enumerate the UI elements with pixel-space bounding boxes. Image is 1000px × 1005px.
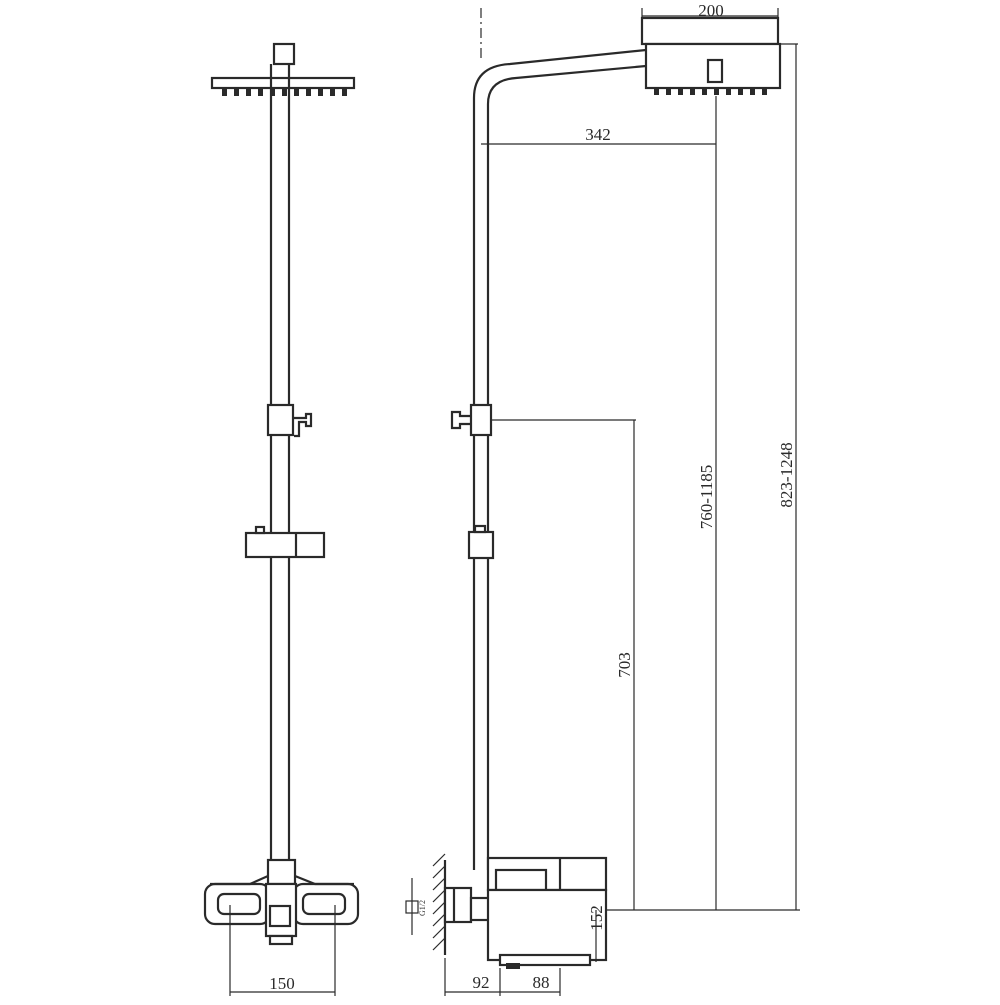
side-arm-inner	[486, 64, 647, 870]
side-holder-knob	[473, 524, 487, 534]
dim-703-label: 703	[615, 652, 634, 678]
dim-88-label: 88	[533, 973, 550, 992]
side-diverter	[469, 403, 493, 437]
front-left-handle-top	[210, 874, 269, 886]
side-head-top	[640, 16, 780, 46]
side-view: 200 342 703 760-1185 823-1248	[405, 1, 800, 996]
side-mixer-body	[486, 888, 608, 962]
front-right-handle-top	[294, 874, 354, 886]
side-spout-aerator	[506, 963, 520, 969]
dim-823-1248-label: 823-1248	[777, 442, 796, 507]
side-handshower-holder	[467, 530, 495, 560]
dim-342-label: 342	[585, 125, 611, 144]
front-shower-nozzles	[222, 88, 347, 96]
front-diverter	[266, 403, 295, 437]
thread-spec-label: G1/2	[418, 900, 427, 916]
front-mixer-top	[266, 858, 297, 886]
side-arm-outer	[472, 48, 647, 870]
side-head-ball-joint	[706, 58, 724, 84]
side-diverter-outlet	[450, 410, 471, 430]
side-mixer-handle	[494, 868, 548, 892]
thread-marker	[405, 900, 419, 914]
dim-92-label: 92	[473, 973, 490, 992]
front-view: 150	[203, 42, 360, 996]
front-shower-head	[210, 76, 356, 90]
dim-200-label: 200	[698, 1, 724, 20]
front-spout	[268, 934, 294, 946]
dim-150-label: 150	[269, 974, 295, 993]
side-wall-flange	[443, 886, 473, 924]
front-holder-knob	[254, 525, 266, 535]
front-mixer-center	[268, 904, 292, 928]
front-head-connector	[272, 42, 296, 66]
front-handshower-holder	[244, 531, 326, 559]
dim-760-1185-label: 760-1185	[697, 465, 716, 530]
dim-152-label: 152	[587, 905, 606, 931]
side-spout	[498, 953, 592, 967]
side-shower-nozzles	[654, 88, 767, 95]
front-diverter-outlet	[293, 412, 313, 438]
side-wall	[432, 853, 447, 955]
